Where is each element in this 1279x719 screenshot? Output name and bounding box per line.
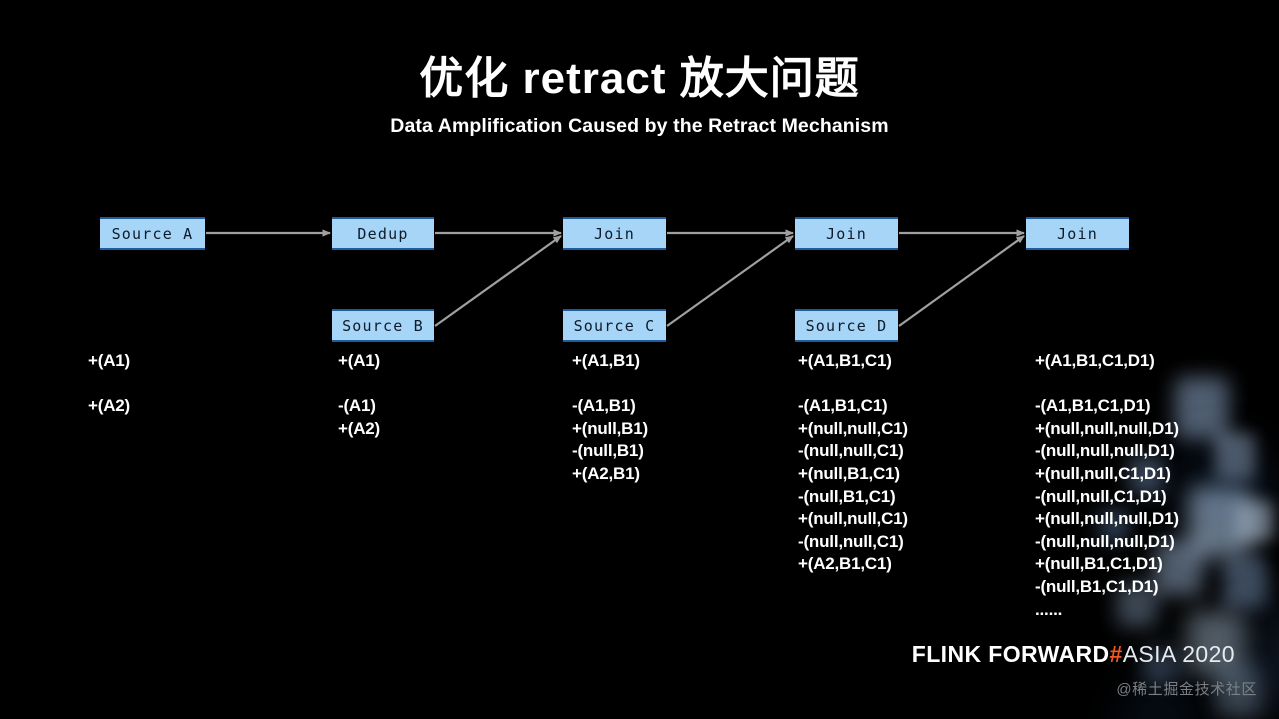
- data-line: +(null,B1): [572, 418, 648, 438]
- data-line: +(A1): [88, 351, 130, 370]
- node-source-d[interactable]: Source D: [795, 309, 898, 342]
- arrow-sourcec-to-join2: [666, 235, 794, 327]
- data-line: +(null,null,C1): [798, 509, 908, 529]
- data-line-spacer: [572, 373, 648, 396]
- data-line: -(null,null,C1): [798, 441, 904, 461]
- node-source-a[interactable]: Source A: [100, 217, 205, 250]
- data-line-spacer: [338, 373, 380, 396]
- node-label: Source B: [342, 316, 424, 335]
- data-line-spacer: [798, 373, 908, 396]
- col-join-2: +(A1,B1,C1) -(A1,B1,C1)+(null,null,C1)-(…: [798, 350, 908, 576]
- brand-logo: FLINK FORWARD#ASIA 2020: [912, 641, 1235, 668]
- data-line: -(A1,B1,C1,D1): [1035, 396, 1151, 416]
- node-label: Join: [594, 224, 635, 243]
- node-join-3[interactable]: Join: [1026, 217, 1129, 250]
- data-line: +(null,B1,C1,D1): [1035, 554, 1163, 574]
- node-label: Join: [1057, 224, 1098, 243]
- col-join-3: +(A1,B1,C1,D1) -(A1,B1,C1,D1)+(null,null…: [1035, 350, 1179, 621]
- node-source-b[interactable]: Source B: [332, 309, 434, 342]
- data-line: -(A1): [338, 396, 376, 416]
- arrow-sourced-to-join3: [898, 235, 1025, 327]
- col-join-1: +(A1,B1) -(A1,B1)+(null,B1) -(null,B1)+(A…: [572, 350, 648, 486]
- data-line: -(null,B1,C1,D1): [1035, 576, 1159, 596]
- data-line: +(null,null,C1): [798, 418, 908, 438]
- data-line: -(null,B1): [572, 441, 644, 461]
- data-line: +(null,null,null,D1): [1035, 509, 1179, 529]
- watermark: @稀土掘金技术社区: [1116, 681, 1257, 698]
- data-line: -(null,null,null,D1): [1035, 531, 1175, 551]
- data-line: +(A1): [338, 351, 380, 370]
- node-label: Dedup: [357, 224, 409, 243]
- node-label: Join: [826, 224, 867, 243]
- data-line: ......: [1035, 599, 1063, 619]
- node-label: Source C: [573, 316, 656, 335]
- data-line-spacer: [88, 373, 130, 396]
- data-line: +(A1,B1,C1,D1): [1035, 351, 1155, 370]
- data-line: +(null,B1,C1): [798, 463, 900, 483]
- data-line: -(null,null,C1): [798, 531, 904, 551]
- title-block: 优化 retract 放大问题 Data Amplification Cause…: [0, 54, 1279, 138]
- data-line: -(null,B1,C1): [798, 486, 896, 506]
- data-line: -(A1,B1): [572, 396, 636, 416]
- data-line: -(null,null,C1,D1): [1035, 486, 1167, 506]
- data-line: +(null,null,C1,D1): [1035, 463, 1171, 483]
- data-line: -(A1,B1,C1): [798, 396, 888, 416]
- col-dedup: +(A1) -(A1)+(A2): [338, 350, 380, 440]
- data-line: +(A1,B1): [572, 351, 640, 370]
- data-line: +(A2,B1,C1): [798, 554, 892, 574]
- hash-icon: #: [1109, 641, 1123, 667]
- data-line: +(A2): [88, 396, 130, 416]
- brand-suffix: ASIA 2020: [1122, 641, 1235, 667]
- page-title: 优化 retract 放大问题: [419, 54, 860, 103]
- brand-name: FLINK FORWARD: [911, 641, 1110, 667]
- data-line: +(A2): [338, 418, 380, 438]
- page-subtitle: Data Amplification Caused by the Retract…: [390, 115, 889, 138]
- arrow-sourceb-to-join1: [434, 235, 562, 327]
- node-label: Source D: [805, 316, 888, 335]
- node-join-1[interactable]: Join: [563, 217, 666, 250]
- node-dedup[interactable]: Dedup: [332, 217, 434, 250]
- node-join-2[interactable]: Join: [795, 217, 898, 250]
- data-line: -(null,null,null,D1): [1035, 441, 1175, 461]
- data-line-spacer: [1035, 373, 1179, 396]
- data-line: +(null,null,null,D1): [1035, 418, 1179, 438]
- node-label: Source A: [111, 224, 194, 243]
- data-line: +(A1,B1,C1): [798, 351, 892, 370]
- node-source-c[interactable]: Source C: [563, 309, 666, 342]
- data-line: +(A2,B1): [572, 463, 640, 483]
- col-source-a: +(A1) +(A2): [88, 350, 130, 418]
